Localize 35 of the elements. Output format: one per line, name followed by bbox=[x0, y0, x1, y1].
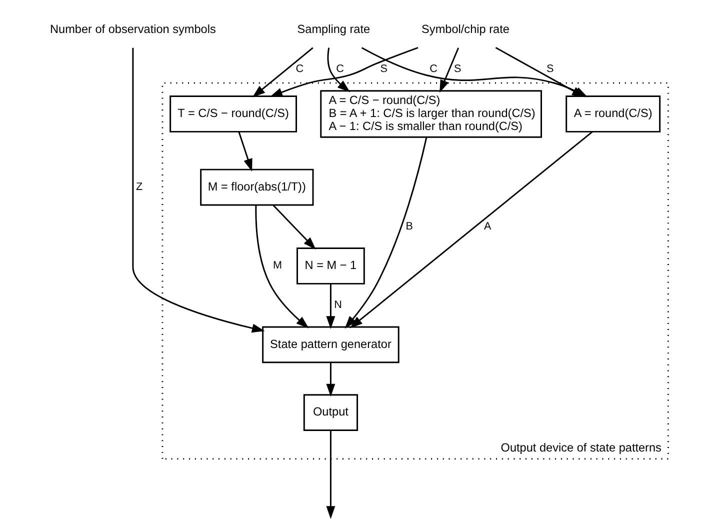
node-text: Number of observation symbols bbox=[50, 22, 216, 36]
arrow bbox=[252, 47, 313, 98]
arrow bbox=[326, 48, 350, 92]
arrow bbox=[344, 137, 427, 329]
node-box: M = floor(abs(1/T)) bbox=[200, 168, 314, 206]
node-box: T = C/S − round(C/S) bbox=[169, 96, 297, 132]
arrow bbox=[254, 205, 308, 328]
node-box: State pattern generator bbox=[262, 326, 399, 364]
arrow bbox=[326, 362, 335, 397]
edge-label: S bbox=[380, 62, 387, 75]
arrow bbox=[132, 48, 264, 333]
edge-label: M bbox=[272, 260, 282, 272]
edge-label: Z bbox=[136, 181, 142, 194]
node-box: N = M − 1 bbox=[296, 248, 364, 284]
edge-label: C bbox=[295, 62, 304, 75]
edge-label: A bbox=[484, 220, 491, 232]
node-box: Output bbox=[302, 394, 358, 432]
edge-label: B bbox=[405, 220, 413, 232]
arrow bbox=[326, 430, 335, 519]
edge-label: S bbox=[546, 62, 554, 75]
arrow bbox=[326, 284, 335, 329]
edge-label: C bbox=[429, 62, 437, 75]
arrow bbox=[439, 48, 459, 93]
edge-label: C bbox=[336, 62, 344, 75]
edge-label: N bbox=[334, 299, 342, 312]
node-box: A = round(C/S) bbox=[565, 96, 660, 132]
edge-label: S bbox=[454, 62, 461, 75]
node-box: A = C/S − round(C/S) B = A + 1: C/S is larger than round(C/S) A − 1: C/S is smaller than round(C/S) bbox=[320, 90, 542, 138]
arrow bbox=[494, 47, 584, 98]
arrow bbox=[238, 132, 252, 172]
arrow bbox=[349, 131, 592, 328]
arrow bbox=[269, 47, 418, 97]
node-text: Symbol/chip rate bbox=[421, 22, 509, 36]
node-text: Sampling rate bbox=[296, 22, 370, 36]
arrow bbox=[272, 204, 316, 250]
